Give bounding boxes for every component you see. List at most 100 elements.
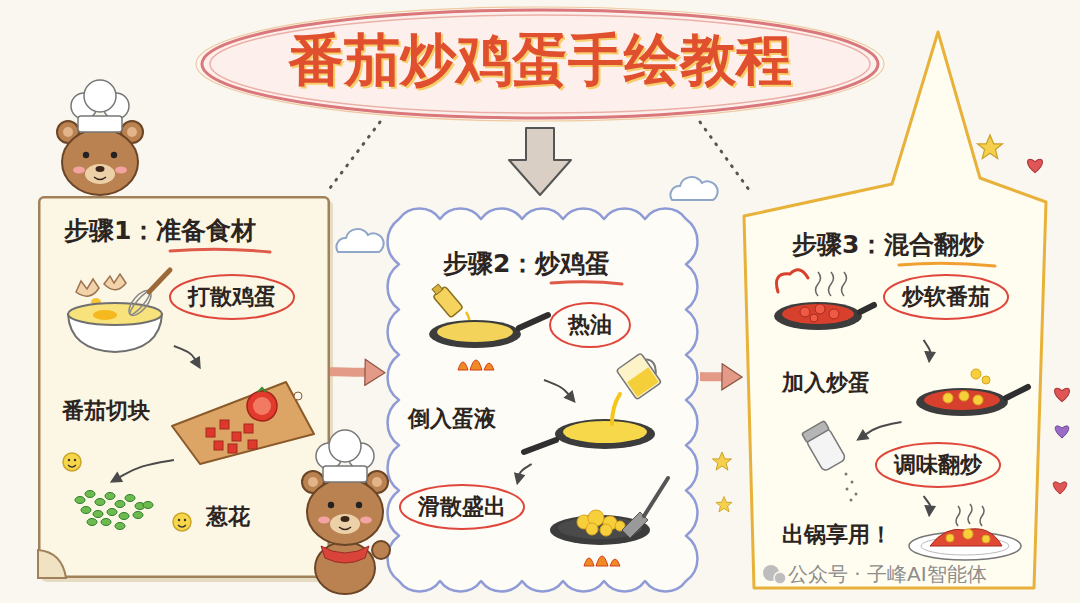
chef-bear xyxy=(316,443,342,469)
tomato-pan xyxy=(815,304,825,314)
tomato-pan xyxy=(816,272,847,296)
salt-shaker xyxy=(845,473,848,476)
heart-doodle xyxy=(1055,426,1069,438)
oil-pan xyxy=(458,360,494,370)
smiley-face xyxy=(178,519,180,521)
oil-pan xyxy=(432,284,443,295)
mix-pan xyxy=(982,376,990,384)
cutting-board xyxy=(294,392,302,400)
egg-bowl xyxy=(104,274,126,290)
scallion-pile xyxy=(87,519,97,526)
chef-bear xyxy=(57,80,143,195)
title-text: 番茄炒鸡蛋手绘教程 xyxy=(288,26,792,93)
chef-bear xyxy=(372,477,382,487)
scramble-pan xyxy=(558,517,642,539)
highlight-ring xyxy=(884,275,1008,319)
scallion-pile xyxy=(81,507,91,514)
wechat-icon xyxy=(774,572,786,584)
chef-bear xyxy=(302,430,390,594)
scramble-pan xyxy=(550,478,668,566)
watermark: 公众号 · 子峰AI智能体 xyxy=(788,562,987,586)
chef-bear xyxy=(360,517,372,524)
salt-shaker xyxy=(802,421,830,443)
salt-shaker xyxy=(802,421,847,472)
pour-pan xyxy=(563,421,647,443)
mix-pan xyxy=(916,369,1028,416)
tomato-pan xyxy=(829,272,834,296)
scallion-pile xyxy=(133,512,143,519)
scallion-pile xyxy=(143,502,153,509)
step-panel: 步骤1：准备食材打散鸡蛋番茄切块葱花 xyxy=(38,196,330,578)
scramble-pan xyxy=(577,515,591,529)
served-plate xyxy=(930,529,1002,546)
step-item: 炒软番茄 xyxy=(758,258,1034,340)
served-plate xyxy=(956,504,984,526)
step-label: 调味翻炒 xyxy=(894,452,982,478)
pour-pan xyxy=(612,394,620,424)
chef-bear xyxy=(307,479,383,545)
chef-bear xyxy=(96,166,105,172)
sky-cloud xyxy=(336,229,383,252)
tomato-pan xyxy=(800,307,810,317)
scramble-pan xyxy=(577,510,625,536)
tomato-pan xyxy=(782,304,854,324)
cutting-board xyxy=(214,441,223,450)
mix-pan xyxy=(943,391,983,405)
step-item: 打散鸡蛋 xyxy=(56,262,318,346)
cutting-board xyxy=(244,424,253,433)
smiley-face xyxy=(68,465,76,467)
mix-pan xyxy=(1006,387,1028,398)
sub-step-arrow xyxy=(520,464,532,474)
heading-underline xyxy=(170,249,270,252)
step-flow-arrow xyxy=(700,372,722,381)
highlight-ring xyxy=(876,443,1000,487)
scramble-pan xyxy=(588,510,604,526)
cutting-board xyxy=(172,382,314,464)
tomato-pan xyxy=(810,314,818,322)
oil-pan xyxy=(429,320,521,348)
step-item: 加入炒蛋 xyxy=(758,362,1034,422)
step-label: 热油 xyxy=(568,312,612,338)
served-plate xyxy=(921,537,1009,555)
step-item: 热油 xyxy=(420,292,620,380)
sub-step-arrow xyxy=(866,422,902,434)
oil-pan xyxy=(519,315,548,328)
step-heading: 步骤2：炒鸡蛋 xyxy=(443,249,610,279)
chef-bear xyxy=(111,152,117,158)
tomato-pan xyxy=(800,304,839,322)
down-arrow xyxy=(509,128,571,195)
scramble-pan xyxy=(615,521,625,531)
sub-step-arrow xyxy=(544,380,568,394)
step-label: 番茄切块 xyxy=(62,398,150,424)
salt-shaker xyxy=(806,428,847,472)
tomato-pan xyxy=(860,305,874,312)
scramble-pan xyxy=(622,512,648,538)
pour-pan xyxy=(645,357,659,374)
step-panel: 步骤2：炒鸡蛋热油倒入蛋液滑散盛出 xyxy=(385,205,700,595)
sub-step-arrow xyxy=(120,460,174,477)
scramble-pan xyxy=(586,523,598,535)
served-plate xyxy=(909,504,1021,560)
heading-underline xyxy=(551,282,622,284)
chef-bear xyxy=(62,129,138,195)
step-heading: 步骤3：混合翻炒 xyxy=(792,230,984,260)
highlight-ring xyxy=(400,485,524,529)
sub-step-arrow xyxy=(924,496,931,506)
served-plate xyxy=(956,506,960,526)
egg-bowl xyxy=(76,279,99,296)
scallion-pile xyxy=(107,509,117,516)
chef-bear xyxy=(372,541,390,559)
served-plate xyxy=(946,529,990,543)
step-heading: 步骤1：准备食材 xyxy=(64,216,256,246)
sub-step-arrow xyxy=(924,340,930,352)
chef-bear xyxy=(328,502,334,508)
served-plate xyxy=(963,529,973,539)
egg-bowl xyxy=(68,314,162,352)
star-doodle xyxy=(978,135,1003,159)
cutting-board xyxy=(220,420,229,429)
page-curl xyxy=(38,550,66,578)
smiley-face xyxy=(184,519,186,521)
egg-bowl xyxy=(68,270,170,352)
chef-bear xyxy=(321,546,369,563)
